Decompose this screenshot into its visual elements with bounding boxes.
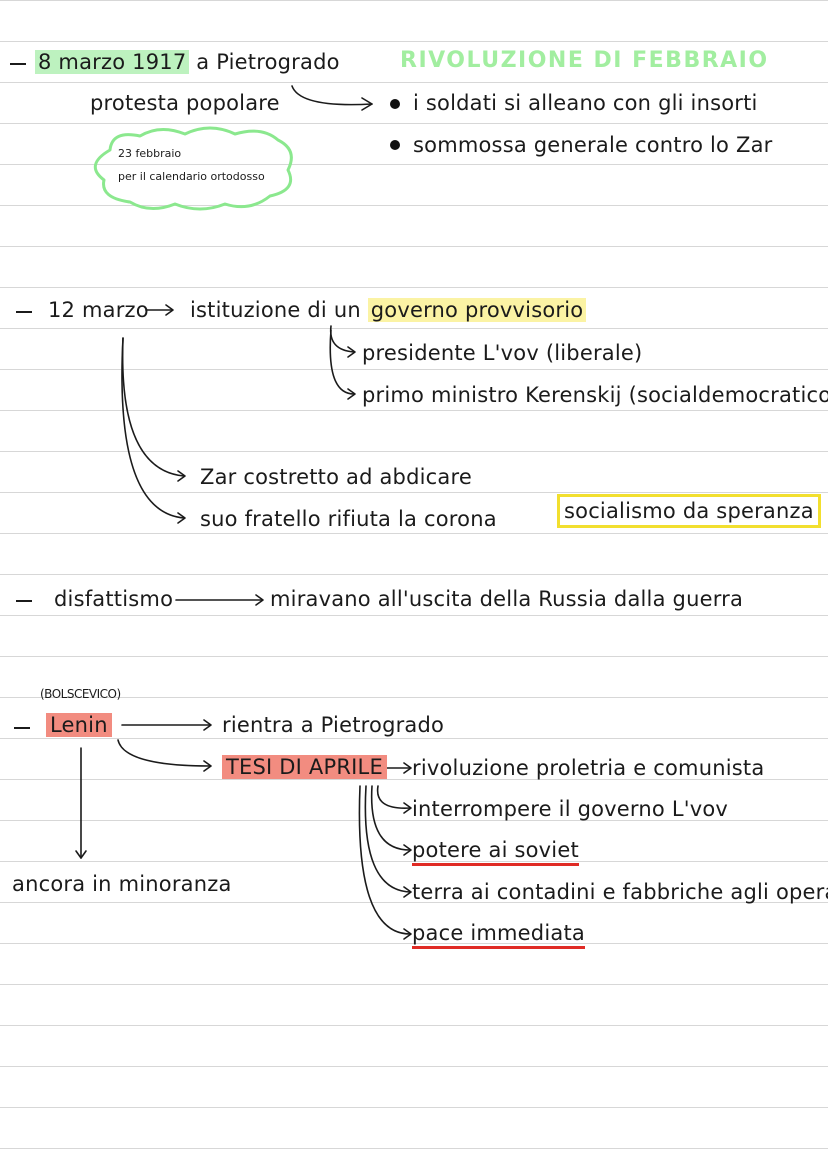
dash-marker [14, 727, 30, 729]
minoranza-note: ancora in minoranza [12, 872, 232, 896]
bullet-dot [390, 140, 400, 150]
tesi-point-4: terra ai contadini e fabbriche agli oper… [412, 880, 828, 904]
arrow-tesi-p2 [376, 785, 411, 809]
lenin-highlight: Lenin [46, 713, 112, 737]
bullet-sommossa: sommossa generale contro lo Zar [413, 133, 773, 157]
dash-marker [10, 63, 26, 65]
arrow-gov-pm [329, 329, 355, 395]
tesi-point-2: interrompere il governo L'vov [412, 797, 729, 821]
protest-label: protesta popolare [90, 91, 280, 115]
date-8-marzo: 8 marzo 1917 [35, 50, 190, 74]
dash-marker [16, 311, 32, 313]
place-pietrogrado: a Pietrogrado [196, 50, 340, 74]
fratello-rifiuta: suo fratello rifiuta la corona [200, 507, 497, 531]
dash-marker [16, 600, 32, 602]
presidente-lvov: presidente L'vov (liberale) [362, 341, 643, 365]
potere-soviet-underlined: potere ai soviet [412, 838, 579, 866]
tesi-highlight: TESI DI APRILE [222, 755, 387, 779]
lenin-name: Lenin [46, 712, 112, 738]
primo-ministro-kerenskij: primo ministro Kerenskij (socialdemocrat… [362, 383, 828, 407]
arrow-lenin-tesi [117, 739, 211, 767]
arrow-tesi-p4 [364, 785, 411, 893]
cloud-note-line2: per il calendario ortodosso [118, 170, 265, 183]
socialismo-box: socialismo da speranza [557, 494, 821, 528]
arrow-brother [121, 337, 185, 519]
row-8-marzo: 8 marzo 1917 a Pietrogrado [35, 49, 340, 75]
disfattismo-explanation: miravano all'uscita della Russia dalla g… [270, 587, 744, 611]
cloud-note-line1: 23 febbraio [118, 147, 182, 160]
governo-provvisorio: governo provvisorio [367, 298, 587, 322]
row-istituzione: istituzione di un governo provvisorio [190, 297, 587, 323]
tesi-point-1: rivoluzione proletria e comunista [412, 756, 765, 780]
rientra-pietrogrado: rientra a Pietrogrado [222, 713, 445, 737]
party-label: (BOLSCEVICO) [40, 687, 121, 701]
page-title: RIVOLUZIONE DI FEBBRAIO [400, 48, 769, 73]
bullet-soldiers: i soldati si alleano con gli insorti [413, 91, 758, 115]
arrow-tesi-p3 [370, 785, 411, 851]
pace-immediata-underlined: pace immediata [412, 921, 585, 949]
arrow-protest [291, 85, 373, 106]
tesi-di-aprile: TESI DI APRILE [222, 754, 387, 780]
tesi-point-3: potere ai soviet [412, 837, 579, 866]
arrow-zar [121, 337, 185, 477]
tesi-point-5: pace immediata [412, 920, 585, 949]
disfattismo-term: disfattismo [54, 587, 174, 611]
cloud-outline [93, 126, 293, 211]
bullet-dot [390, 99, 400, 109]
istituzione-text: istituzione di un [190, 298, 361, 322]
date-12-marzo: 12 marzo [48, 298, 149, 322]
arrow-tesi-p5 [358, 785, 411, 935]
zar-abdica: Zar costretto ad abdicare [200, 465, 472, 489]
